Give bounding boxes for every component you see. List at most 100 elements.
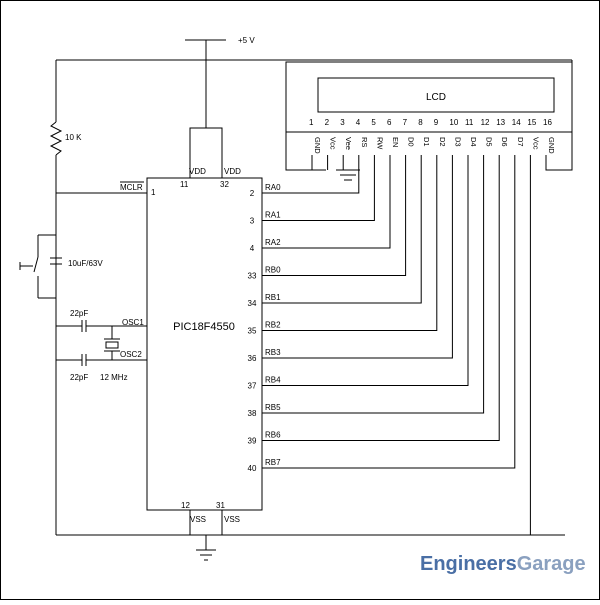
mcu-pin-number: 33 [248, 272, 257, 281]
data-wire [262, 155, 422, 304]
generated-elements: 1GND2Vcc3Vee4RS5RW6EN7D08D19D210D311D412… [248, 60, 573, 535]
vss-label-1: VSS [190, 515, 206, 524]
vdd-bracket [189, 127, 223, 178]
mcu-pin-number: 35 [248, 327, 257, 336]
mcu-pin-label: RB2 [265, 321, 281, 330]
mcu-chip [146, 177, 263, 511]
data-wire [262, 155, 438, 331]
data-wire [262, 155, 469, 386]
lcd-pin-label: Vcc [329, 137, 338, 150]
osc2-label: OSC2 [120, 350, 142, 359]
vdd-label-2: VDD [224, 167, 241, 176]
lcd-pin-label: Vee [344, 137, 353, 150]
mcu-pin-number: 3 [250, 217, 255, 226]
mcu-pin-label: RA0 [265, 183, 281, 192]
mcu-pin-label: RB0 [265, 266, 281, 275]
lcd-pin-number: 5 [371, 118, 376, 127]
vdd-pin-number-2: 32 [220, 180, 229, 189]
lcd-gnd-wire [285, 132, 326, 171]
mcu-pin-label: RB7 [265, 458, 281, 467]
crystal-label: 12 MHz [100, 373, 128, 382]
lcd-pin-label: RW [375, 137, 384, 150]
lcd-pin-label: RS [360, 137, 369, 147]
mcu-pin-number: 34 [248, 299, 257, 308]
capacitor-label: 10uF/63V [68, 259, 103, 268]
vdd-label-1: VDD [189, 167, 206, 176]
lcd-pin-number: 4 [356, 118, 361, 127]
lcd-pin-number: 14 [512, 118, 521, 127]
lcd-pin-label: GND [547, 137, 556, 154]
lcd-pin-label: D5 [485, 137, 494, 147]
mclr-pin-number: 1 [151, 188, 156, 197]
lcd-pin-number: 16 [543, 118, 552, 127]
lcd-pin-label: D4 [469, 137, 478, 147]
lcd-pin-label: D2 [438, 137, 447, 147]
logo-box [417, 549, 595, 575]
data-wire [262, 155, 391, 249]
vss-pin-number-2: 31 [216, 501, 225, 510]
cap-top-label: 22pF [70, 309, 88, 318]
lcd-pin-number: 13 [496, 118, 505, 127]
mclr-label: MCLR [120, 183, 143, 192]
lcd-pin-number: 2 [325, 118, 330, 127]
resistor-label: 10 K [65, 133, 82, 142]
lcd-pin-number: 6 [387, 118, 392, 127]
mcu-pin-label: RB4 [265, 376, 281, 385]
lcd-pin-number: 12 [481, 118, 490, 127]
switch-lever [33, 256, 39, 273]
mcu-pin-number: 2 [250, 189, 255, 198]
lcd-pin-number: 7 [403, 118, 408, 127]
logo-part-1: Engineers [420, 553, 517, 575]
lcd-pin-label: D7 [516, 137, 525, 147]
data-wire [262, 155, 500, 441]
lcd-pin-number: 1 [309, 118, 314, 127]
lcd-gnd-right-wire [545, 60, 573, 171]
lcd-pin-label: D3 [453, 137, 462, 147]
vss-pin-number-1: 12 [181, 501, 190, 510]
lcd-pin-label: D0 [407, 137, 416, 147]
mcu-pin-number: 36 [248, 354, 257, 363]
vss-label-2: VSS [224, 515, 240, 524]
data-wire [262, 155, 453, 359]
lcd-label: LCD [426, 92, 446, 103]
mcu-pin-number: 40 [248, 464, 257, 473]
lcd-screen [317, 77, 555, 113]
mcu-pin-label: RA1 [265, 211, 281, 220]
lcd-pin-label: D6 [500, 137, 509, 147]
cap-bottom-label: 22pF [70, 373, 88, 382]
mcu-name: PIC18F4550 [173, 321, 235, 333]
vdd-pin-number-1: 11 [180, 180, 189, 189]
resistor-symbol [49, 121, 63, 156]
mcu-pin-label: RB1 [265, 293, 281, 302]
supply-label: +5 V [238, 36, 255, 45]
mcu-pin-label: RA2 [265, 238, 281, 247]
data-wire [262, 155, 407, 276]
lcd-pin-label: EN [391, 137, 400, 147]
lcd-pin-number: 9 [434, 118, 439, 127]
mcu-pin-label: RB3 [265, 348, 281, 357]
osc1-label: OSC1 [122, 318, 144, 327]
lcd-pin-number: 11 [465, 118, 474, 127]
crystal-symbol [105, 341, 119, 349]
mcu-pin-number: 38 [248, 409, 257, 418]
lcd-pin-number: 15 [527, 118, 536, 127]
logo-text: EngineersGarage [420, 553, 586, 575]
mcu-pin-number: 4 [250, 244, 255, 253]
lcd-pin-number: 10 [449, 118, 458, 127]
mcu-pin-number: 39 [248, 437, 257, 446]
lcd-pin-label: GND [313, 137, 322, 154]
lcd-pin-number: 8 [418, 118, 423, 127]
lcd-pin-label: Vcc [531, 137, 540, 150]
mcu-pin-number: 37 [248, 382, 257, 391]
data-wire [262, 155, 375, 221]
mcu-pin-label: RB6 [265, 431, 281, 440]
data-wire [262, 155, 360, 194]
data-wire [262, 155, 485, 414]
lcd-pin-number: 3 [340, 118, 345, 127]
lcd-pin-label: D1 [422, 137, 431, 147]
data-wire [262, 155, 516, 469]
logo-part-2: Garage [517, 553, 586, 575]
mcu-pin-label: RB5 [265, 403, 281, 412]
